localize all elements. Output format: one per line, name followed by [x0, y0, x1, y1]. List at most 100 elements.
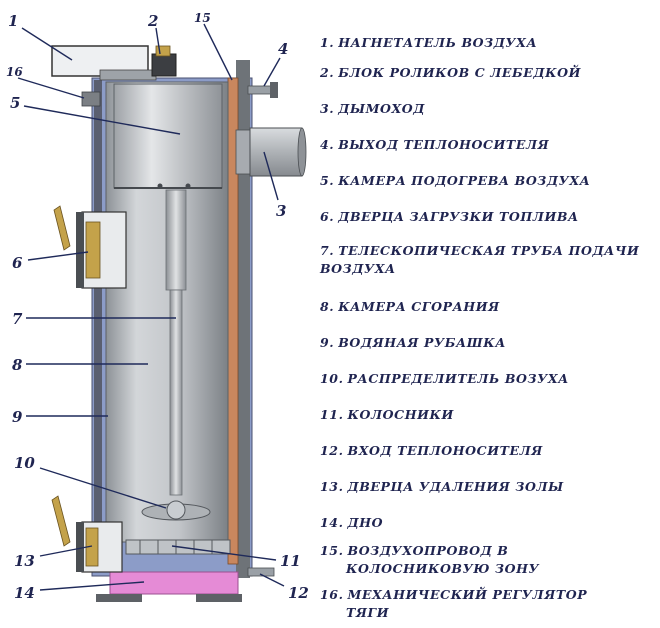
legend-item-12: 12.ВХОД ТЕПЛОНОСИТЕЛЯ — [320, 442, 656, 460]
callout-14: 14 — [14, 584, 35, 602]
fuel-door-inner — [85, 221, 101, 279]
callout-16: 16 — [6, 65, 23, 79]
legend-text: ДНО — [347, 515, 384, 530]
legend-text: КАМЕРА ПОДОГРЕВА ВОЗДУХА — [338, 173, 591, 188]
air-preheat-chamber — [113, 83, 223, 189]
legend-item-11: 11.КОЛОСНИКИ — [320, 406, 656, 424]
callout-8: 8 — [12, 356, 23, 374]
heat-carrier-inlet — [247, 567, 275, 577]
legend-item-9: 9.ВОДЯНАЯ РУБАШКА — [320, 334, 656, 352]
legend-text-line2: КОЛОСНИКОВУЮ ЗОНУ — [346, 561, 540, 576]
legend-text: ДВЕРЦА ЗАГРУЗКИ ТОПЛИВА — [338, 209, 579, 224]
legend-text: БЛОК РОЛИКОВ С ЛЕБЕДКОЙ — [338, 65, 581, 80]
legend-item-1: 1.НАГНЕТАТЕЛЬ ВОЗДУХА — [320, 34, 656, 52]
legend-num: 15. — [320, 543, 344, 558]
callout-6: 6 — [12, 254, 23, 272]
legend-text-line2: ТЯГИ — [346, 605, 390, 620]
telescopic-tube-lower — [169, 289, 183, 496]
callout-1: 1 — [8, 12, 18, 30]
legend-item-16: 16.МЕХАНИЧЕСКИЙ РЕГУЛЯТОР ТЯГИ — [320, 586, 656, 622]
legend-item-13: 13.ДВЕРЦА УДАЛЕНИЯ ЗОЛЫ — [320, 478, 656, 496]
draft-regulator — [81, 91, 101, 107]
chimney-opening — [297, 127, 307, 177]
legend-item-5: 5.КАМЕРА ПОДОГРЕВА ВОЗДУХА — [320, 172, 656, 190]
bolt — [185, 183, 191, 189]
leader-line-6 — [27, 251, 89, 261]
legend-num: 16. — [320, 587, 344, 602]
outlet-nut — [270, 82, 278, 98]
leader-line-1 — [21, 27, 73, 61]
legend-item-15: 15.ВОЗДУХОПРОВОД В КОЛОСНИКОВУЮ ЗОНУ — [320, 542, 656, 578]
legend-num: 14. — [320, 515, 344, 530]
pulley-winch-block — [151, 53, 177, 77]
bottom-plate — [109, 571, 239, 595]
foot-left — [96, 594, 142, 602]
legend-num: 6. — [320, 209, 335, 224]
leader-line-13 — [39, 545, 93, 557]
leader-line-12 — [259, 573, 285, 587]
winch-spool — [155, 45, 171, 57]
telescopic-tube-upper — [165, 189, 187, 291]
leader-line-15 — [203, 23, 233, 81]
legend-text-line2: ВОЗДУХА — [320, 261, 396, 276]
legend-num: 12. — [320, 443, 344, 458]
callout-3: 3 — [276, 202, 286, 220]
legend-num: 2. — [320, 65, 335, 80]
legend-num: 13. — [320, 479, 344, 494]
air-distributor-hub — [166, 500, 186, 520]
legend-num: 5. — [320, 173, 335, 188]
legend-text: ДВЕРЦА УДАЛЕНИЯ ЗОЛЫ — [347, 479, 564, 494]
callout-7: 7 — [12, 310, 23, 328]
legend-num: 4. — [320, 137, 335, 152]
chimney — [249, 127, 303, 177]
callout-12: 12 — [288, 584, 309, 602]
callout-9: 9 — [12, 408, 23, 426]
legend-item-3: 3.ДЫМОХОД — [320, 100, 656, 118]
legend-num: 3. — [320, 101, 335, 116]
air-blower-base — [99, 69, 157, 81]
callout-2: 2 — [147, 12, 158, 30]
leader-line-4 — [263, 57, 281, 87]
leader-lines — [17, 23, 285, 591]
outer-casing-left — [94, 80, 102, 570]
legend-item-2: 2.БЛОК РОЛИКОВ С ЛЕБЕДКОЙ — [320, 64, 656, 82]
fuel-door-hinge — [76, 212, 84, 288]
legend-num: 10. — [320, 371, 344, 386]
leader-line-2 — [155, 27, 161, 55]
legend-text: РАСПРЕДЕЛИТЕЛЬ ВОЗУХА — [347, 371, 569, 386]
legend-text: ВОЗДУХОПРОВОД В — [347, 543, 509, 558]
legend-text: ВОДЯНАЯ РУБАШКА — [338, 335, 507, 350]
legend-item-7: 7.ТЕЛЕСКОПИЧЕСКАЯ ТРУБА ПОДАЧИ ВОЗДУХА — [320, 242, 656, 278]
legend-num: 11. — [320, 407, 344, 422]
legend-item-6: 6.ДВЕРЦА ЗАГРУЗКИ ТОПЛИВА — [320, 208, 656, 226]
callout-13: 13 — [14, 552, 35, 570]
legend-text: ТЕЛЕСКОПИЧЕСКАЯ ТРУБА ПОДАЧИ — [338, 243, 640, 258]
ash-door-hinge — [76, 522, 84, 572]
legend-item-8: 8.КАМЕРА СГОРАНИЯ — [320, 298, 656, 316]
leader-line-5 — [23, 105, 181, 135]
legend-text: МЕХАНИЧЕСКИЙ РЕГУЛЯТОР — [347, 587, 588, 602]
ash-door-handle — [51, 495, 71, 547]
legend-text: ДЫМОХОД — [338, 101, 426, 116]
legend-num: 7. — [320, 243, 335, 258]
leader-line-14 — [39, 581, 145, 591]
legend-num: 9. — [320, 335, 335, 350]
outer-casing-right — [236, 60, 250, 578]
callout-5: 5 — [10, 94, 20, 112]
heat-carrier-outlet — [247, 85, 273, 95]
legend-text: ВХОД ТЕПЛОНОСИТЕЛЯ — [347, 443, 543, 458]
legend-text: КОЛОСНИКИ — [347, 407, 454, 422]
fuel-door-handle — [53, 205, 71, 251]
callout-4: 4 — [278, 40, 288, 58]
legend-item-4: 4.ВЫХОД ТЕПЛОНОСИТЕЛЯ — [320, 136, 656, 154]
callout-15: 15 — [194, 11, 211, 25]
legend-item-10: 10.РАСПРЕДЕЛИТЕЛЬ ВОЗУХА — [320, 370, 656, 388]
foot-right — [196, 594, 242, 602]
callout-10: 10 — [14, 454, 35, 472]
legend-num: 1. — [320, 35, 335, 50]
legend-item-14: 14.ДНО — [320, 514, 656, 532]
leader-line-16 — [17, 77, 85, 99]
leader-line-10 — [39, 467, 167, 509]
callout-11: 11 — [280, 552, 301, 570]
